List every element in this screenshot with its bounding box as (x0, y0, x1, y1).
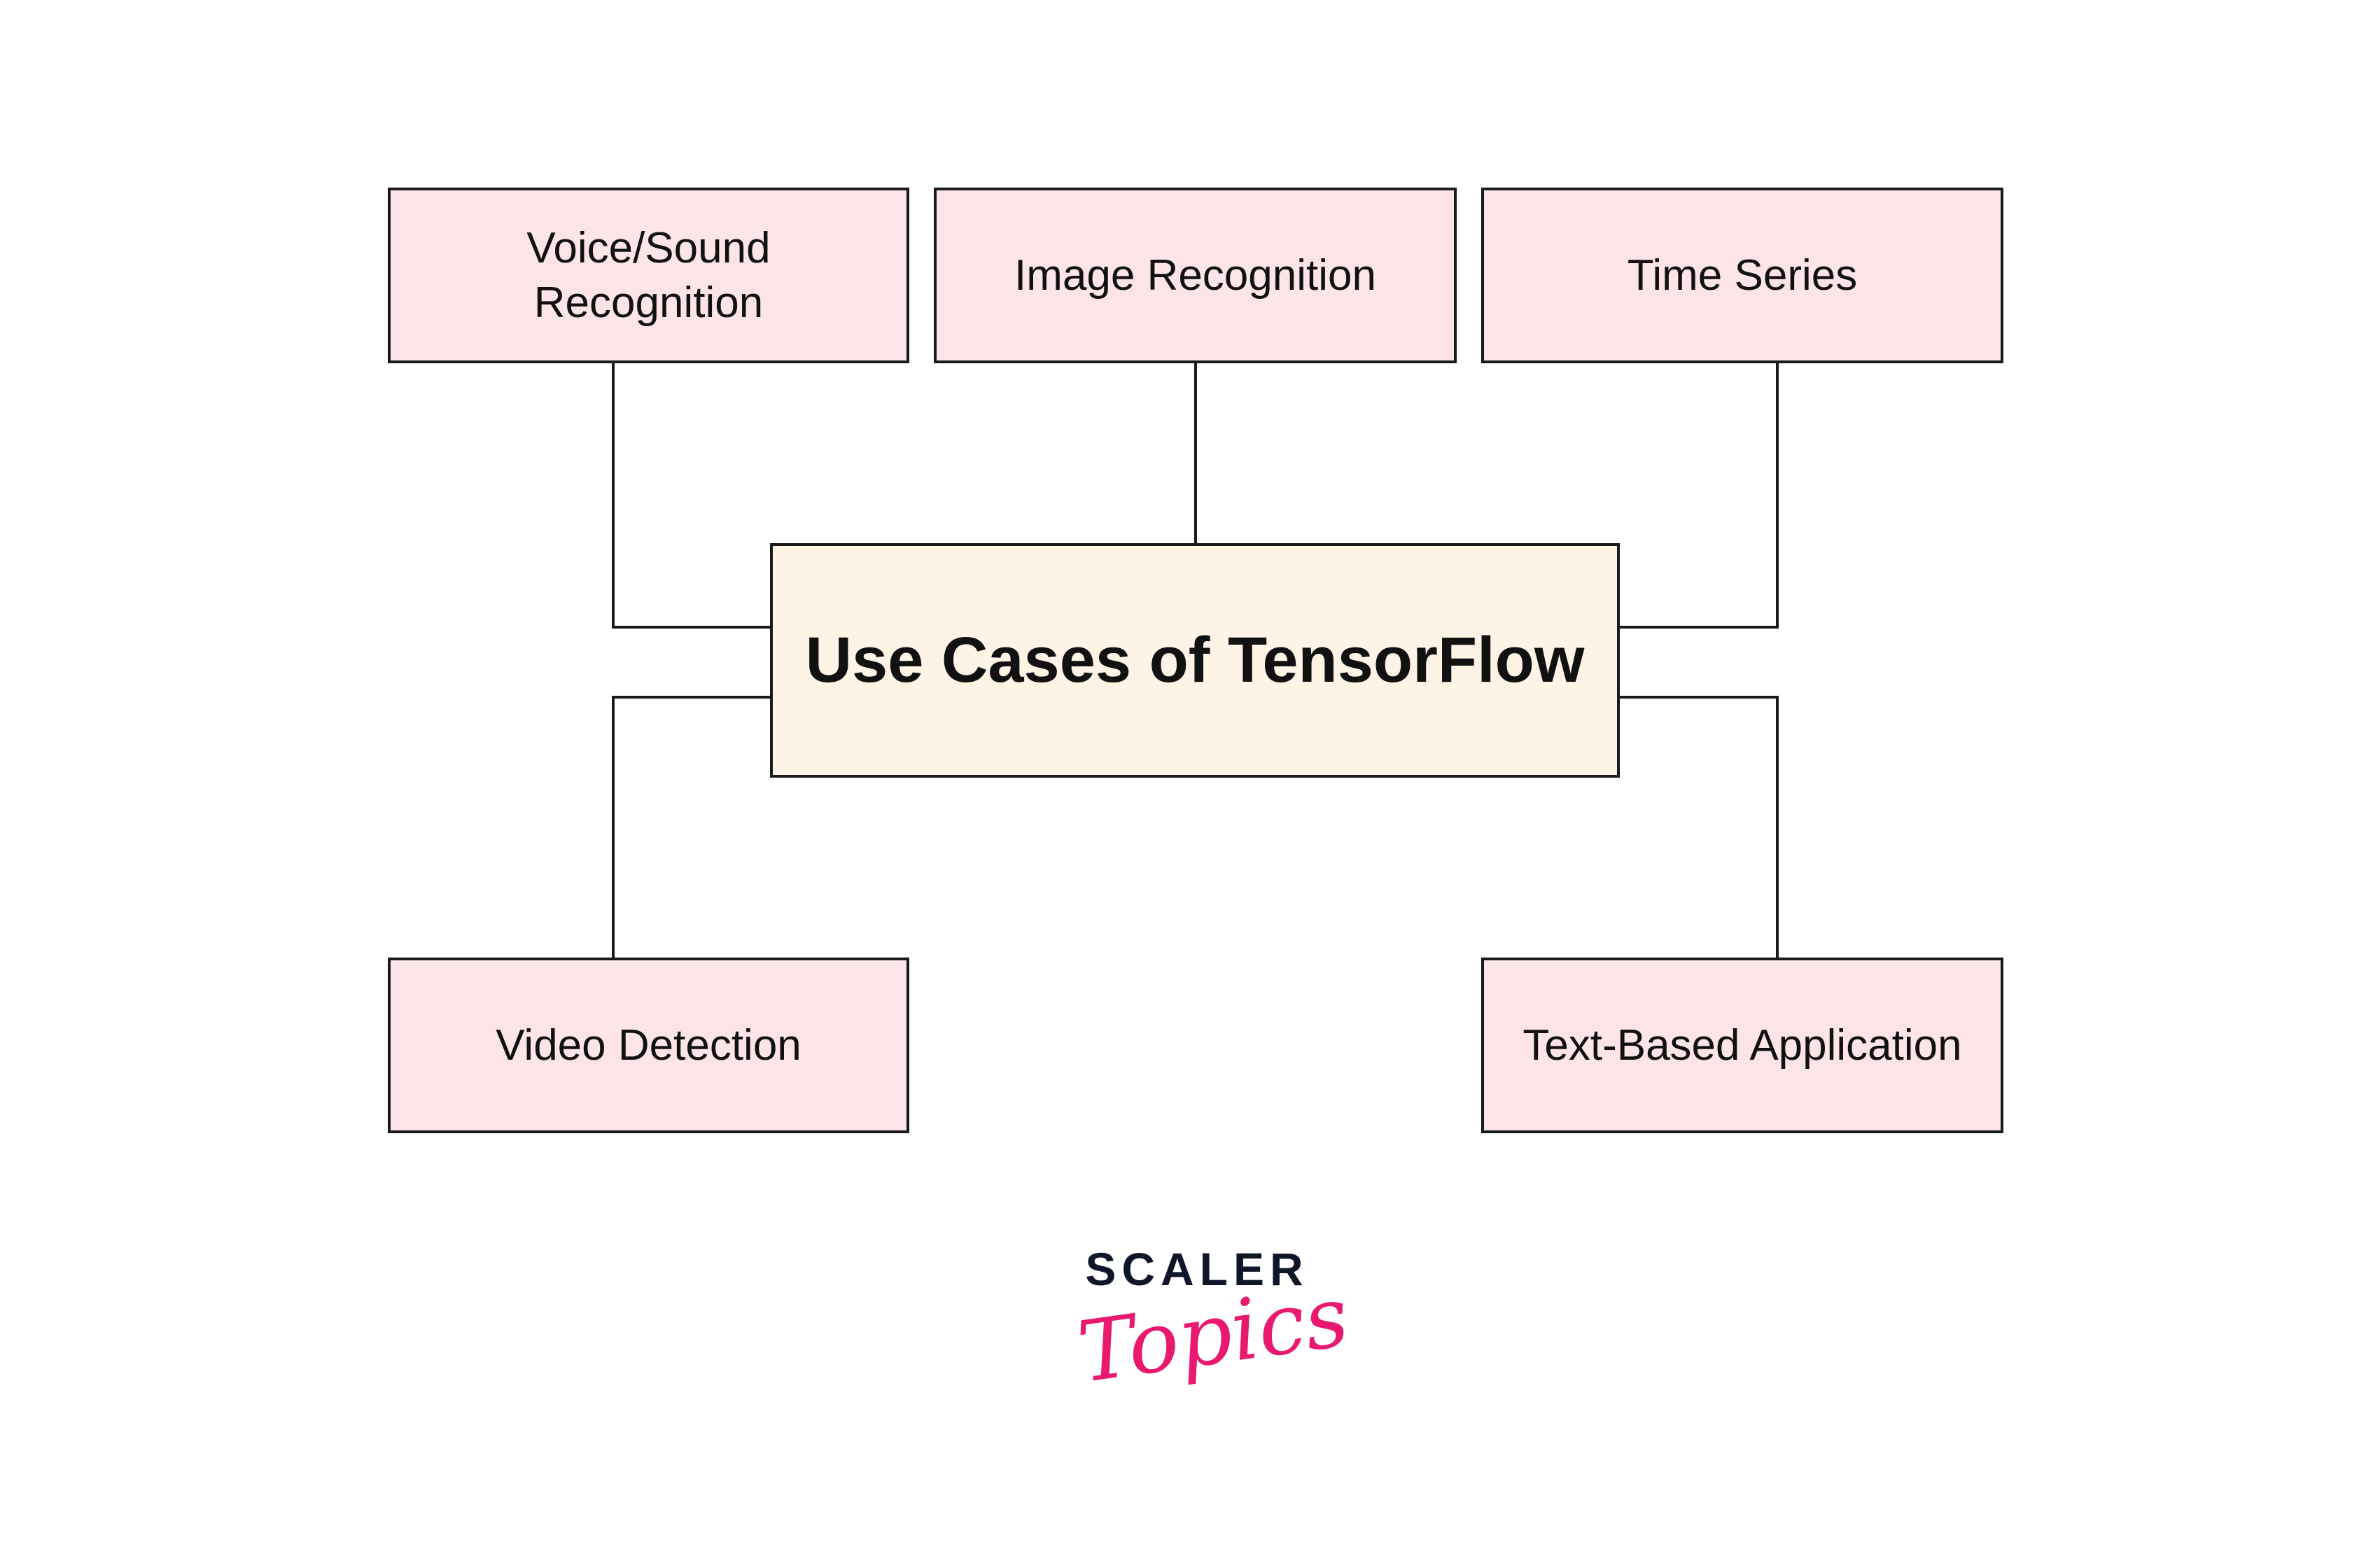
connector-time (1620, 363, 1779, 629)
scaler-topics-logo: SCALER Topics (1072, 1242, 1354, 1402)
node-label: Time Series (1627, 251, 1858, 300)
node-image-recognition: Image Recognition (934, 188, 1457, 363)
node-video-detection: Video Detection (388, 958, 909, 1133)
logo-scaler: SCALER (1085, 1243, 1309, 1295)
node-time-series: Time Series (1481, 188, 2003, 363)
node-voice-sound-recognition: Voice/Sound Recognition (388, 188, 909, 363)
connector-video (612, 696, 770, 958)
node-label: Voice/Sound Recognition (526, 224, 771, 327)
node-label: Text-Based Application (1522, 1021, 1962, 1070)
node-label: Video Detection (496, 1021, 802, 1070)
center-node: Use Cases of TensorFlow (770, 543, 1620, 778)
diagram-title: Use Cases of TensorFlow (805, 624, 1585, 696)
connector-text (1620, 696, 1779, 958)
connector-voice (612, 363, 770, 629)
node-label: Image Recognition (1014, 251, 1376, 300)
node-text-based-application: Text-Based Application (1481, 958, 2003, 1133)
